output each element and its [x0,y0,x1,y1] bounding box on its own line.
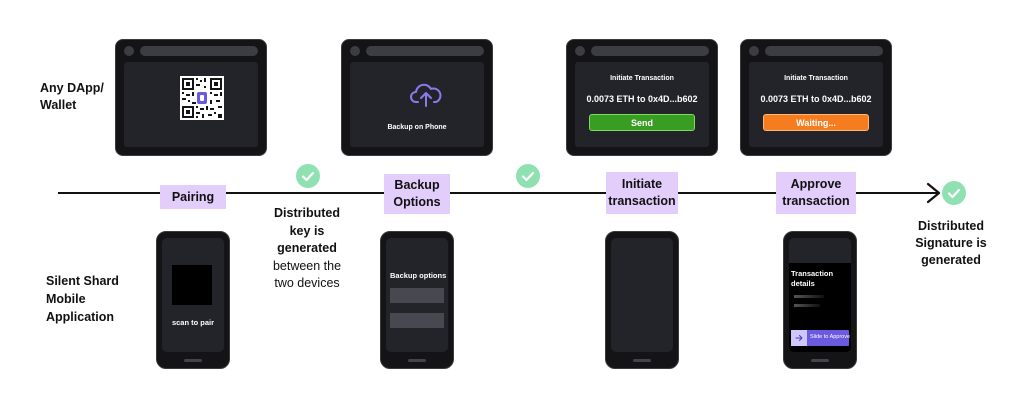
desktop-approve: Initiate Transaction 0.0073 ETH to 0x4D.… [740,39,892,156]
home-indicator [633,359,651,362]
timeline-line [58,192,938,194]
window-dot [749,46,759,56]
transaction-amount: 0.0073 ETH to 0x4D...b602 [760,94,872,104]
backup-option-2[interactable] [390,313,444,328]
phone-screen: scan to pair [162,238,224,352]
desktop-screen: Initiate Transaction 0.0073 ETH to 0x4D.… [749,62,883,147]
transaction-title: Initiate Transaction [784,75,848,82]
window-dot [350,46,360,56]
phone-initiate [605,231,679,369]
backup-option-1[interactable] [390,288,444,303]
qr-scan-area [172,265,212,305]
slide-to-approve-button[interactable]: Slide to Approve [791,330,851,346]
slide-to-approve-label: Slide to Approve [810,334,851,340]
qr-code-icon [180,76,224,120]
desktop-backup: Backup on Phone [341,39,493,156]
transaction-details-title: Transaction details [791,269,834,288]
scan-to-pair-text: scan to pair [171,318,215,327]
phone-screen: Backup options [386,238,448,352]
transaction-title: Initiate Transaction [610,75,674,82]
backup-on-phone-text: Backup on Phone [387,124,447,131]
phone-backup: Backup options [380,231,454,369]
detail-line-2 [794,304,820,307]
row-label-dapp: Any DApp/ Wallet [40,81,104,112]
phone-screen [611,238,673,352]
window-dot [575,46,585,56]
send-button[interactable]: Send [589,114,695,131]
arrowhead-icon [926,182,941,204]
desktop-screen: Backup on Phone [350,62,484,147]
backup-options-title: Backup options [390,271,447,280]
waiting-button[interactable]: Waiting... [763,114,869,131]
check-icon [942,181,966,205]
arrow-right-icon [795,335,803,341]
distributed-key-note: Distributed key is generated between the… [272,206,342,290]
desktop-screen: Initiate Transaction 0.0073 ETH to 0x4D.… [575,62,709,147]
window-address-bar [366,46,484,56]
phone-screen: Transaction details Slide to Approve [789,238,851,352]
home-indicator [811,359,829,362]
step-initiate-transaction: Initiate transaction [606,172,678,214]
desktop-pairing [115,39,267,156]
detail-line-1 [794,295,824,298]
distributed-signature-note: Distributed Signature is generated [915,219,987,267]
desktop-screen [124,62,258,147]
row-label-mobile: Silent Shard Mobile Application [46,274,119,324]
step-approve-transaction: Approve transaction [776,172,856,214]
transaction-amount: 0.0073 ETH to 0x4D...b602 [586,94,698,104]
check-icon [296,164,320,188]
window-address-bar [765,46,883,56]
window-dot [124,46,134,56]
desktop-initiate: Initiate Transaction 0.0073 ETH to 0x4D.… [566,39,718,156]
cloud-upload-icon [410,83,442,107]
step-pairing: Pairing [160,185,226,209]
step-backup-options: Backup Options [384,174,450,214]
check-icon [516,164,540,188]
home-indicator [184,359,202,362]
window-address-bar [140,46,258,56]
home-indicator [408,359,426,362]
phone-approve: Transaction details Slide to Approve [783,231,857,369]
slide-handle[interactable] [791,330,807,346]
phone-pairing: scan to pair [156,231,230,369]
window-address-bar [591,46,709,56]
